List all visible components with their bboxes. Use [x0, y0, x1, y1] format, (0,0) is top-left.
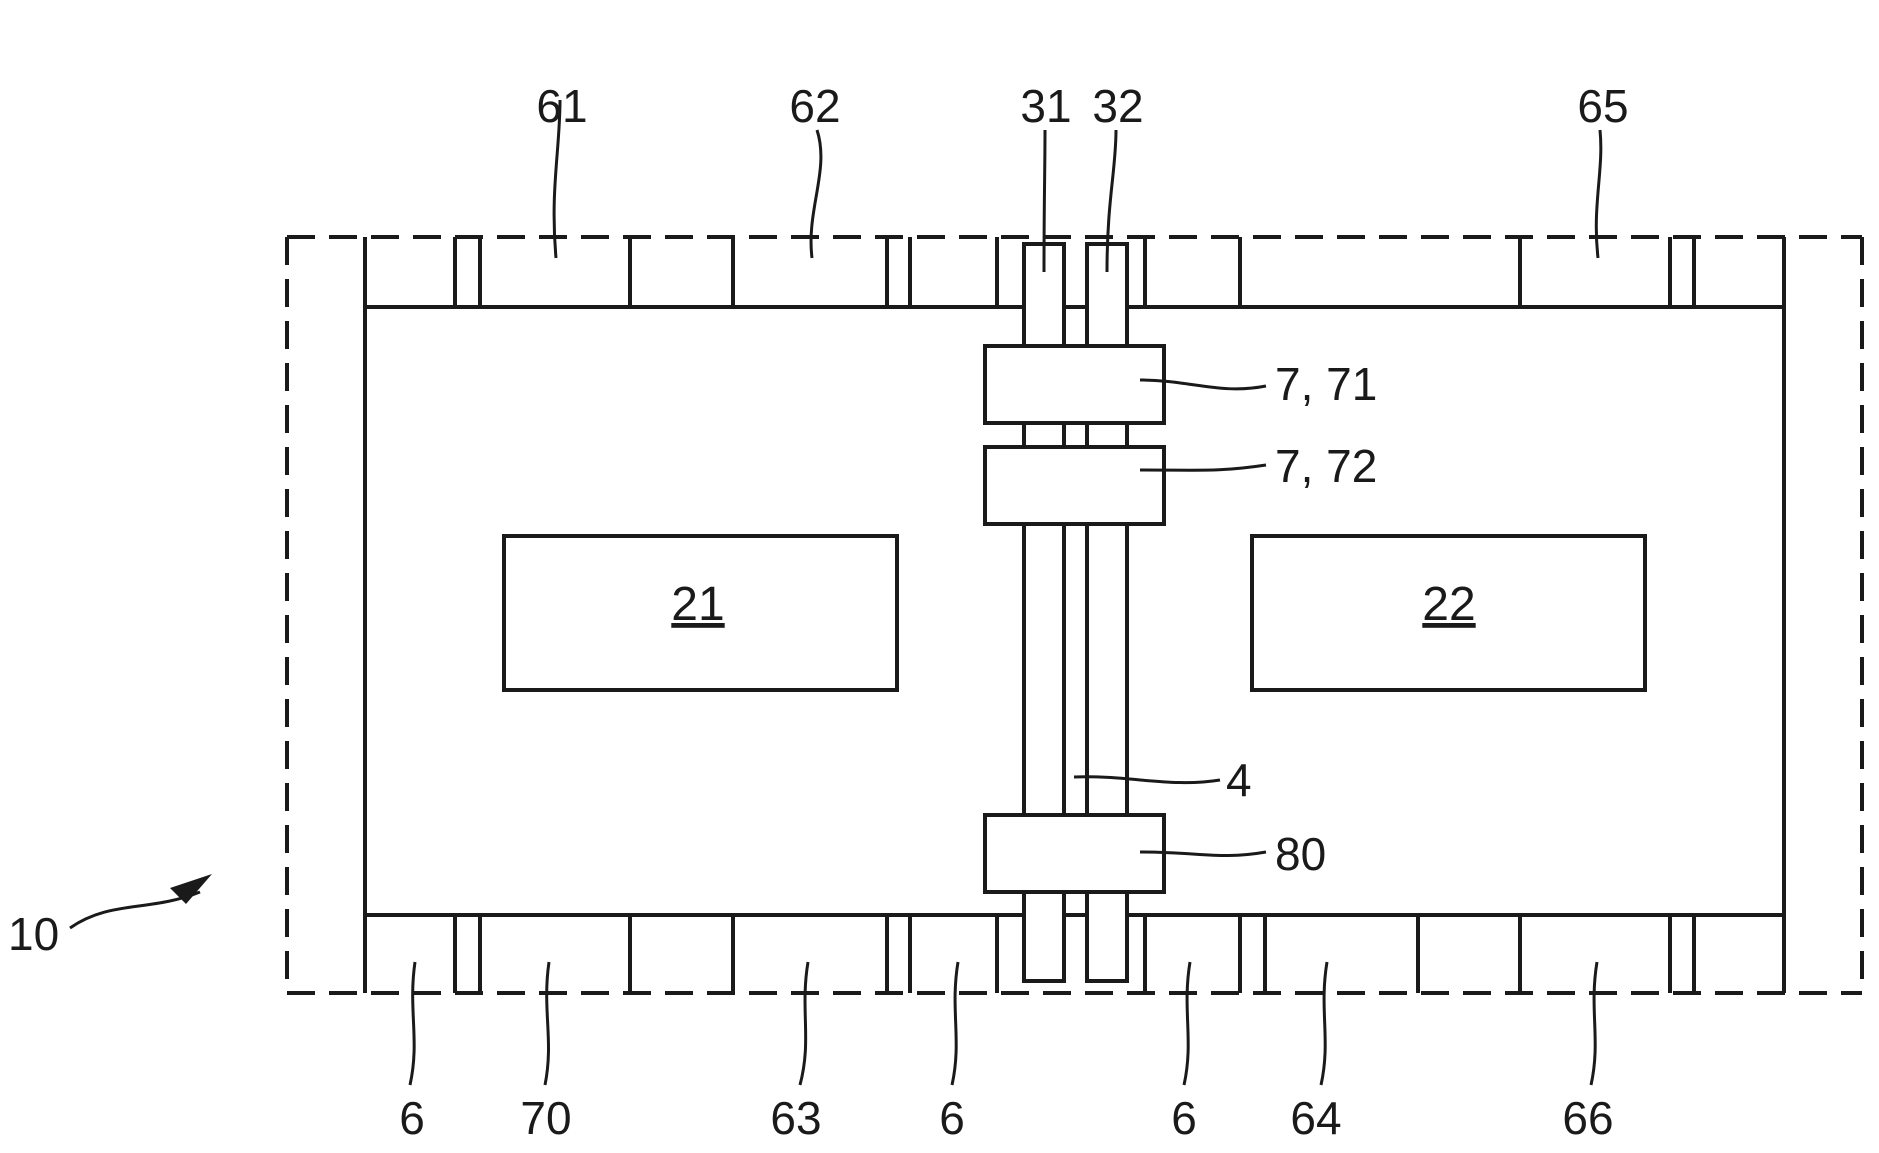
- label-61: 61: [536, 80, 587, 132]
- label-coupler-lower: 7, 72: [1275, 440, 1377, 492]
- block-left-label: 21: [671, 578, 724, 631]
- label-6-c: 6: [1171, 1092, 1197, 1144]
- label-63: 63: [770, 1092, 821, 1144]
- label-31: 31: [1020, 80, 1071, 132]
- label-bottom-unit: 80: [1275, 828, 1326, 880]
- label-connection: 4: [1226, 754, 1252, 806]
- label-64: 64: [1290, 1092, 1341, 1144]
- reference-label: 10: [8, 908, 59, 960]
- label-6-b: 6: [939, 1092, 965, 1144]
- label-coupler-upper: 7, 71: [1275, 358, 1377, 410]
- bottom-unit: [985, 815, 1164, 892]
- label-70: 70: [520, 1092, 571, 1144]
- top-segments: [455, 237, 1694, 307]
- label-66: 66: [1562, 1092, 1613, 1144]
- block-right-label: 22: [1422, 578, 1475, 631]
- label-32: 32: [1092, 80, 1143, 132]
- label-6-a: 6: [399, 1092, 425, 1144]
- label-62: 62: [789, 80, 840, 132]
- bottom-segments: [455, 915, 1694, 993]
- coupler-lower: [985, 447, 1164, 524]
- label-65: 65: [1577, 80, 1628, 132]
- coupler-upper: [985, 346, 1164, 423]
